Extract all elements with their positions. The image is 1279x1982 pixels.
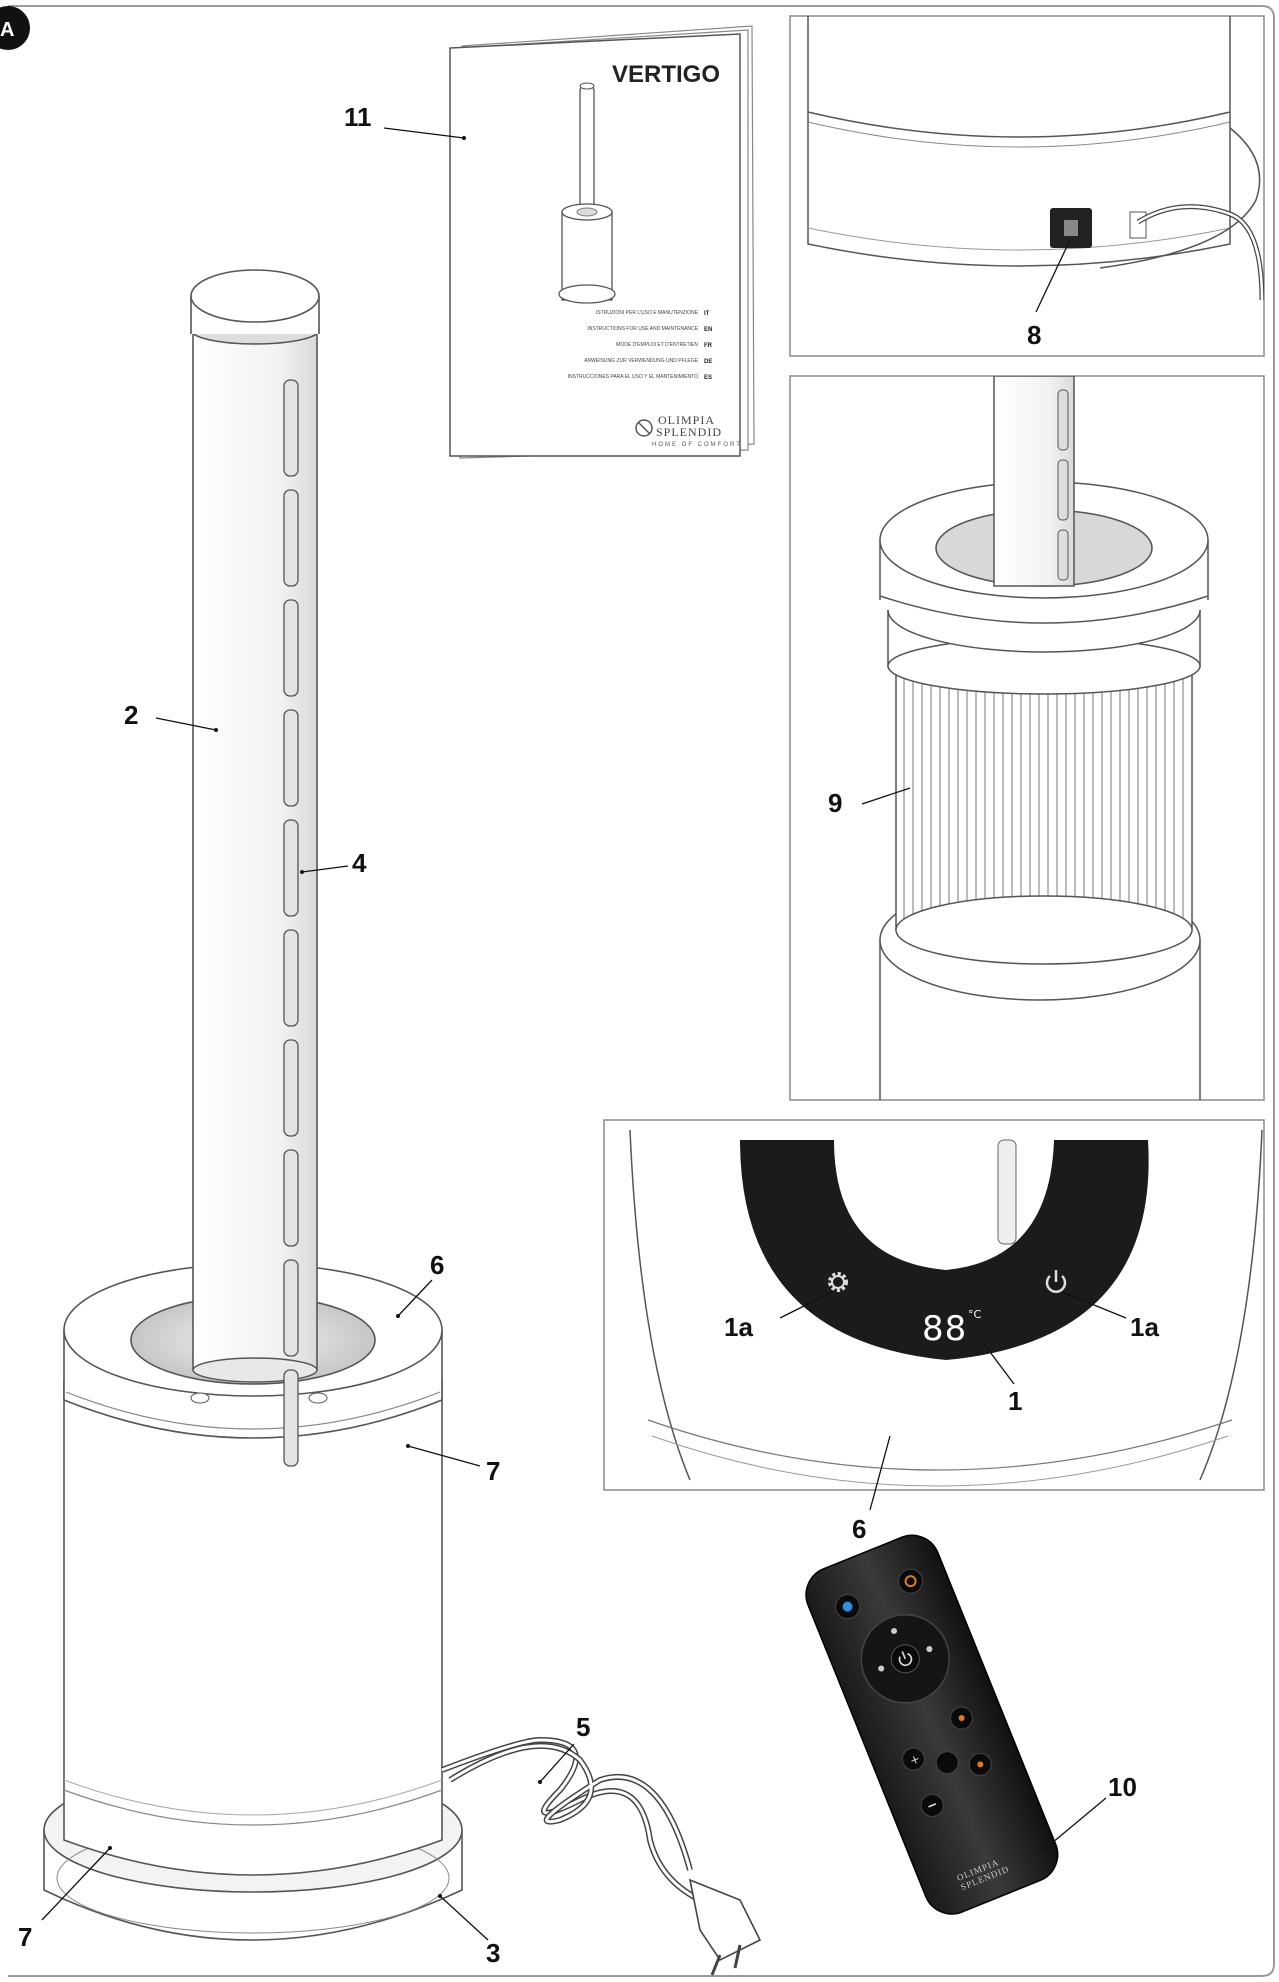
display-unit: °C [968, 1308, 982, 1321]
figure-badge-label: A [0, 19, 14, 41]
heat-mode-icon [904, 1575, 917, 1588]
label-11: 11 [344, 102, 372, 132]
pole-slot [283, 1259, 299, 1357]
svg-text:+: + [907, 1751, 922, 1768]
figure-badge: A [0, 6, 30, 50]
manual-code-es: ES [704, 375, 712, 381]
moon-icon [926, 1646, 933, 1653]
label-3: 3 [486, 1938, 500, 1968]
manual-brand-line1: OLIMPIA [658, 413, 715, 427]
pole-slot [283, 1039, 299, 1137]
outer-frame [8, 5, 1275, 1977]
label-1: 1 [1008, 1386, 1022, 1416]
control-ring [740, 1140, 1149, 1360]
remote-power-icon [898, 1651, 913, 1667]
label-8: 8 [1027, 320, 1041, 350]
manual-line-de: ANWEISUNG ZUR VERWENDUNG UND PFLEGE [584, 358, 698, 364]
manual-code-en: EN [704, 327, 712, 333]
manual-line-it: ISTRUZIONI PER L'USO E MANUTENZIONE [596, 310, 699, 316]
manual-code-it: IT [704, 311, 710, 317]
pole-slot [283, 709, 299, 807]
display-readout: 88 [922, 1309, 967, 1349]
main-callouts: 11 2 4 6 7 7 3 5 [18, 102, 590, 1968]
manual-line-en: INSTRUCTIONS FOR USE AND MAINTENANCE [587, 326, 698, 332]
label-9: 9 [828, 788, 842, 818]
label-2: 2 [124, 700, 138, 730]
panel-control-display: 88 °C 1a 1a 1 6 [603, 1119, 1265, 1544]
brand-logo-icon [635, 419, 653, 437]
panel-power-switch: 8 [789, 15, 1265, 357]
manual-line-fr: MODE D'EMPLOI ET D'ENTRETIEN [616, 342, 698, 348]
fan-icon [891, 1627, 898, 1634]
manual-brand-tagline: HOME OF COMFORT [652, 442, 742, 448]
remote-control: + OLIMPIA SPLENDID 10 [805, 1534, 1137, 1915]
pole-slot [283, 1149, 299, 1247]
pole-slot [283, 819, 299, 917]
pole-slot [283, 599, 299, 697]
label-1a-right: 1a [1130, 1312, 1159, 1342]
label-4: 4 [352, 848, 367, 878]
manual-brand-line2: SPLENDID [656, 425, 722, 439]
label-6-main: 6 [430, 1250, 444, 1280]
label-5: 5 [576, 1712, 590, 1742]
manual-title: VERTIGO [612, 61, 720, 88]
label-7-lower: 7 [18, 1922, 32, 1952]
pole-slot [283, 489, 299, 587]
pole-slot [283, 1369, 299, 1467]
label-1a-left: 1a [724, 1312, 753, 1342]
plug-icon [688, 1878, 762, 1976]
settings-gear-icon [828, 1272, 848, 1292]
power-icon [1045, 1270, 1067, 1293]
label-10: 10 [1108, 1772, 1137, 1802]
panel-filter: 9 [789, 375, 1265, 1101]
manual-code-de: DE [704, 359, 712, 365]
pole-slot [283, 379, 299, 477]
label-6-detail: 6 [852, 1514, 866, 1544]
main-unit [43, 269, 762, 1976]
manual-code-fr: FR [704, 343, 713, 349]
manual-line-es: INSTRUCCIONES PARA EL USO Y EL MANTENIMI… [568, 374, 699, 380]
instruction-manual: VERTIGO ISTRUZIONI PER L'USO E MANUTENZI… [449, 25, 755, 459]
pole-slot [283, 929, 299, 1027]
cool-mode-icon [842, 1601, 853, 1612]
label-7-upper: 7 [486, 1456, 500, 1486]
